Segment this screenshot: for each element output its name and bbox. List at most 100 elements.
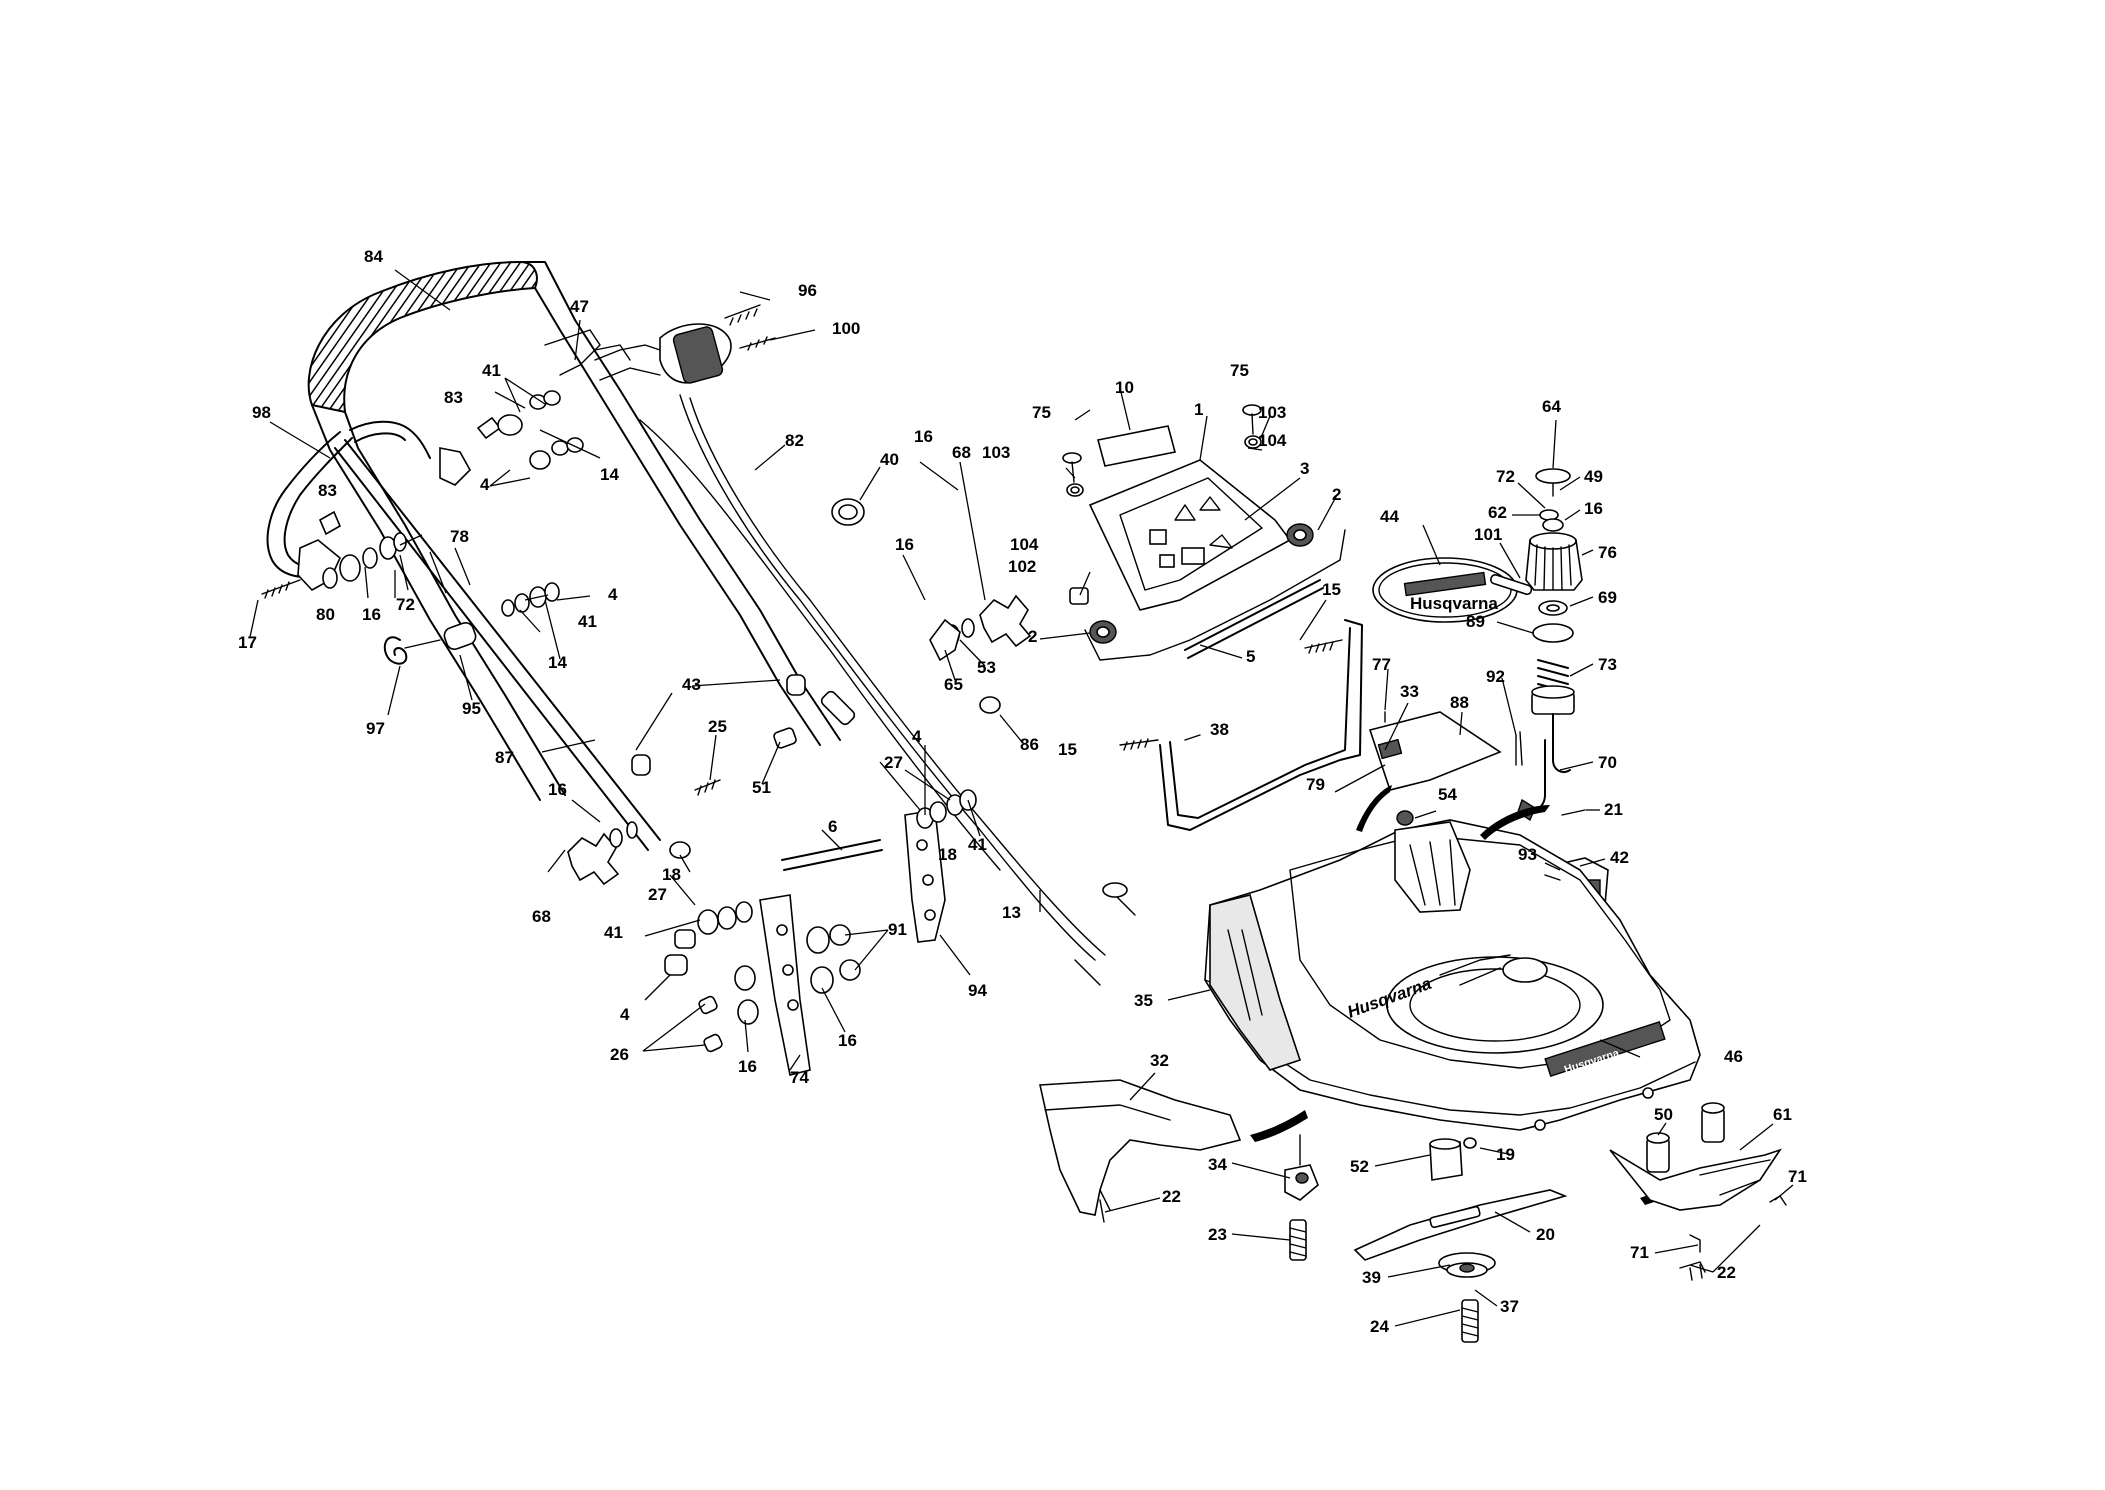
label-47: 47 — [570, 297, 589, 316]
label-104-right: 104 — [1258, 431, 1287, 450]
mower-deck: Husqvarna Husqvarna — [1204, 785, 1701, 1205]
label-4-left: 4 — [620, 1005, 630, 1024]
label-98: 98 — [252, 403, 271, 422]
label-77: 77 — [1372, 655, 1391, 674]
upper-handle-tube — [519, 261, 841, 741]
label-103-left: 103 — [982, 443, 1010, 462]
mulch-assembly — [1609, 1102, 1787, 1281]
label-94: 94 — [968, 981, 987, 1000]
label-69: 69 — [1598, 588, 1617, 607]
height-adjust-bracket — [759, 894, 811, 1076]
mulch-plate — [1609, 1148, 1782, 1211]
label-14-top: 14 — [600, 465, 619, 484]
label-15-top: 15 — [1322, 580, 1341, 599]
label-21: 21 — [1604, 800, 1623, 819]
label-72-right: 72 — [1496, 467, 1515, 486]
rear-cover-assembly — [1062, 404, 1346, 661]
label-4-mid: 4 — [608, 585, 618, 604]
label-54: 54 — [1438, 785, 1457, 804]
label-62: 62 — [1488, 503, 1507, 522]
side-chute — [1039, 1079, 1242, 1216]
label-70: 70 — [1598, 753, 1617, 772]
label-97: 97 — [366, 719, 385, 738]
label-75-left: 75 — [1032, 403, 1051, 422]
star-knob-left — [567, 832, 620, 886]
label-102: 102 — [1008, 557, 1036, 576]
label-104-left: 104 — [1010, 535, 1039, 554]
label-65: 65 — [944, 675, 963, 694]
lower-handle-left — [344, 439, 661, 841]
label-68-left: 68 — [532, 907, 551, 926]
label-39: 39 — [1362, 1268, 1381, 1287]
label-78: 78 — [450, 527, 469, 546]
label-89: 89 — [1466, 612, 1485, 631]
star-knob-right — [979, 594, 1032, 648]
label-96: 96 — [798, 281, 817, 300]
label-38: 38 — [1210, 720, 1229, 739]
label-27-left: 27 — [648, 885, 667, 904]
label-1: 1 — [1194, 400, 1203, 419]
label-2-left: 2 — [1028, 627, 1037, 646]
label-35: 35 — [1134, 991, 1153, 1010]
label-41-right: 41 — [968, 835, 987, 854]
part-labels: 84 47 98 83 41 14 4 83 78 72 16 80 17 4 … — [238, 247, 1807, 1336]
label-33: 33 — [1400, 682, 1419, 701]
label-4-top: 4 — [480, 475, 490, 494]
label-100: 100 — [832, 319, 860, 338]
label-46: 46 — [1724, 1047, 1743, 1066]
label-49: 49 — [1584, 467, 1603, 486]
label-24: 24 — [1370, 1317, 1389, 1336]
label-41-left: 41 — [604, 923, 623, 942]
label-15-bottom: 15 — [1058, 740, 1077, 759]
label-95: 95 — [462, 699, 481, 718]
label-22-left: 22 — [1162, 1187, 1181, 1206]
label-16-right: 16 — [1584, 499, 1603, 518]
label-17: 17 — [238, 633, 257, 652]
decal-44-text: Husqvarna — [1410, 594, 1498, 613]
label-52: 52 — [1350, 1157, 1369, 1176]
label-68-right: 68 — [952, 443, 971, 462]
label-41-mid: 41 — [578, 612, 597, 631]
label-84: 84 — [364, 247, 383, 266]
label-91: 91 — [888, 920, 907, 939]
rear-frame — [1159, 619, 1363, 831]
label-87: 87 — [495, 748, 514, 767]
label-61: 61 — [1773, 1105, 1792, 1124]
label-26: 26 — [610, 1045, 629, 1064]
decal-sheet — [1368, 711, 1502, 791]
label-16-bottom-right: 16 — [838, 1031, 857, 1050]
label-41-top: 41 — [482, 361, 501, 380]
label-43: 43 — [682, 675, 701, 694]
label-83-bottom: 83 — [318, 481, 337, 500]
chute-32 — [1039, 1079, 1242, 1216]
label-101: 101 — [1474, 525, 1502, 544]
label-16-knob: 16 — [914, 427, 933, 446]
throttle-cable — [679, 394, 1096, 961]
label-80: 80 — [316, 605, 335, 624]
label-44: 44 — [1380, 507, 1399, 526]
label-86: 86 — [1020, 735, 1039, 754]
label-64: 64 — [1542, 397, 1561, 416]
leader-lines — [249, 269, 1794, 1327]
label-75-right: 75 — [1230, 361, 1249, 380]
label-22-right: 22 — [1717, 1263, 1736, 1282]
label-51: 51 — [752, 778, 771, 797]
label-25: 25 — [708, 717, 727, 736]
label-50: 50 — [1654, 1105, 1673, 1124]
label-83-top: 83 — [444, 388, 463, 407]
label-40: 40 — [880, 450, 899, 469]
label-74: 74 — [790, 1068, 809, 1087]
label-18-left: 18 — [662, 865, 681, 884]
label-13: 13 — [1002, 903, 1021, 922]
label-16-left: 16 — [362, 605, 381, 624]
label-73: 73 — [1598, 655, 1617, 674]
grass-frame-assembly — [1119, 619, 1502, 831]
label-2-right: 2 — [1332, 485, 1341, 504]
label-6: 6 — [828, 817, 837, 836]
label-37: 37 — [1500, 1297, 1519, 1316]
label-72-left: 72 — [396, 595, 415, 614]
blade-20 — [1353, 1189, 1568, 1261]
bail-handle — [266, 431, 341, 578]
label-10: 10 — [1115, 378, 1134, 397]
